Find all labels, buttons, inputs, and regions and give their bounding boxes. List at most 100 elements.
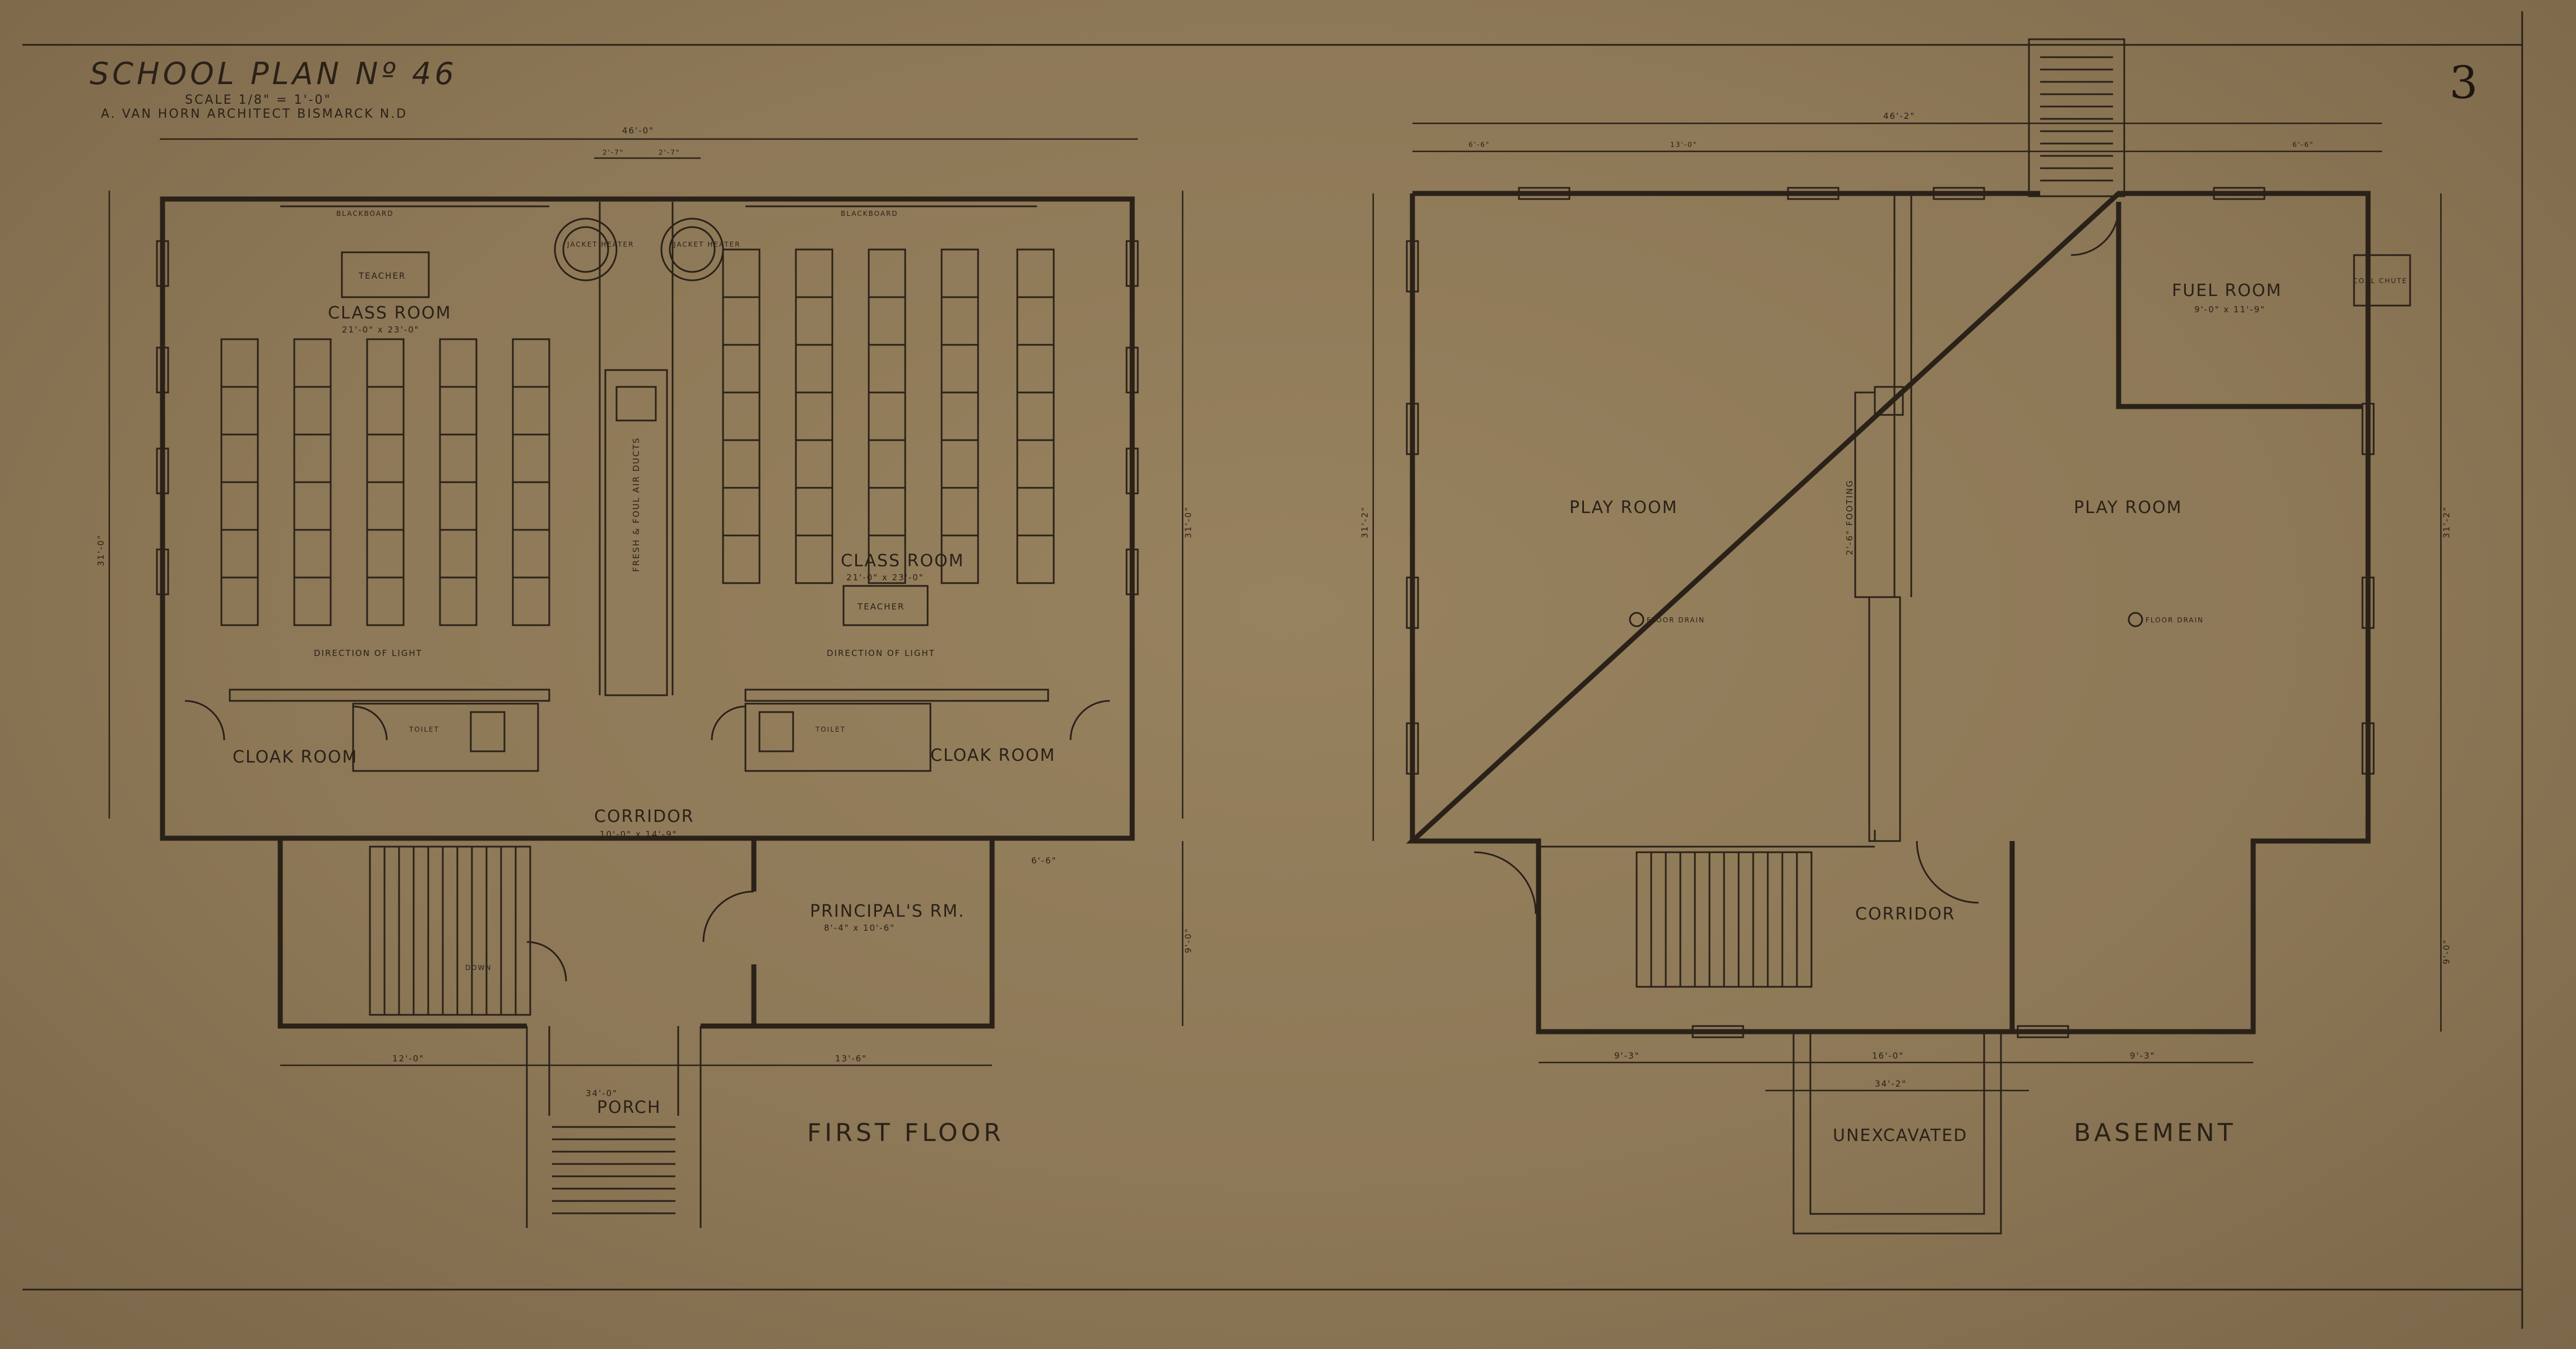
- window: [1518, 187, 1570, 200]
- desk: [439, 338, 478, 388]
- desk: [868, 391, 906, 441]
- bs-playroom-left: PLAY ROOM: [1569, 498, 1678, 518]
- ff-overall-depth-r: 31'-0": [1183, 506, 1193, 538]
- bs-dim-6-6a: 6'-6": [1468, 141, 1490, 149]
- ff-outer-wall: [160, 196, 1135, 841]
- ff-lower-wing-wall: [277, 838, 995, 1029]
- first-floor-plan: 46'-0" 2'-7" 2'-7" 31'-0" 31'-0" FRESH &…: [96, 126, 1193, 1228]
- window: [2361, 403, 2375, 455]
- desk: [512, 576, 550, 626]
- desk: [220, 433, 259, 483]
- desk: [940, 487, 979, 537]
- desk: [1016, 344, 1055, 394]
- desk: [722, 248, 761, 298]
- desk: [795, 534, 833, 584]
- plan-architect: A. VAN HORN ARCHITECT BISMARCK N.D: [101, 107, 407, 121]
- ff-dim-9: 9'-0": [1183, 927, 1193, 953]
- bs-exterior-stair: [2028, 38, 2125, 197]
- window: [1125, 447, 1139, 495]
- desk: [940, 391, 979, 441]
- ff-porch-steps: [552, 1126, 675, 1214]
- ff-toilet-left-label: TOILET: [409, 726, 439, 733]
- desk: [366, 338, 405, 388]
- bs-drain-left: [1629, 612, 1644, 627]
- ff-direction-left: DIRECTION OF LIGHT: [314, 648, 423, 658]
- ff-cloakroom-left: CLOAK ROOM: [233, 747, 358, 767]
- bs-dim-16: 16'-0": [1872, 1051, 1904, 1061]
- ff-overall-depth: 31'-0": [96, 534, 106, 566]
- desk: [220, 529, 259, 579]
- bs-drain-right: [2128, 612, 2143, 627]
- bs-overall-depth: 31'-2": [1360, 506, 1370, 538]
- window: [1125, 548, 1139, 595]
- stair-outline: [369, 846, 531, 1016]
- ff-classroom-left-size: 21'-0" x 23'-0": [342, 325, 420, 335]
- ff-closet-left: [470, 711, 506, 752]
- desk: [722, 534, 761, 584]
- ff-heater-left-inner: [562, 226, 609, 273]
- desk: [512, 481, 550, 531]
- ff-toilet-right-label: TOILET: [815, 726, 846, 733]
- bs-door-swing-1: [2070, 207, 2120, 256]
- ff-direction-right: DIRECTION OF LIGHT: [827, 648, 935, 658]
- plan-scale: SCALE 1/8" = 1'-0": [185, 93, 332, 107]
- ff-dim-13: 13'-6": [835, 1054, 867, 1064]
- bs-unexcavated-walls: [1792, 1032, 2002, 1235]
- desk: [940, 248, 979, 298]
- desk: [220, 576, 259, 626]
- ff-partition-right: [744, 689, 1049, 702]
- desk: [439, 576, 478, 626]
- window: [1406, 576, 1419, 629]
- desk: [1016, 248, 1055, 298]
- desk: [366, 386, 405, 436]
- desk: [722, 296, 761, 346]
- desk: [220, 338, 259, 388]
- desk: [795, 487, 833, 537]
- desk: [795, 439, 833, 489]
- desk: [868, 296, 906, 346]
- ff-porch: PORCH: [597, 1098, 661, 1117]
- ff-heater-left-label: JACKET HEATER: [567, 241, 634, 248]
- ff-heater-right-label: JACKET HEATER: [673, 241, 740, 248]
- ff-teacher-right: TEACHER: [857, 602, 905, 612]
- ff-closet-right: [758, 711, 794, 752]
- ff-partition-left: [229, 689, 550, 702]
- ff-door-swing-4: [353, 705, 388, 741]
- desk: [868, 487, 906, 537]
- desk: [293, 576, 332, 626]
- ff-overall-width: 46'-0": [622, 126, 654, 136]
- desk: [795, 296, 833, 346]
- desk: [366, 529, 405, 579]
- ff-classroom-right-size: 21'-0" x 23'-0": [846, 572, 924, 583]
- ff-teacher-left: TEACHER: [358, 271, 406, 281]
- desk: [722, 391, 761, 441]
- ff-toilet-right: [744, 703, 932, 772]
- window: [156, 347, 169, 394]
- bs-exterior-stair-treads: [2040, 56, 2113, 182]
- desk: [795, 391, 833, 441]
- desk: [940, 439, 979, 489]
- bs-overall-depth-r: 31'-2": [2441, 506, 2452, 538]
- ff-stairs: [369, 846, 531, 1016]
- desk: [439, 433, 478, 483]
- bs-heading: BASEMENT: [2074, 1119, 2236, 1147]
- ff-dim-6-6: 6'-6": [1031, 856, 1057, 866]
- ff-heading: FIRST FLOOR: [807, 1119, 1004, 1147]
- desk: [722, 439, 761, 489]
- ff-corridor-name: CORRIDOR: [594, 807, 694, 826]
- bs-unexcavated: UNEXCAVATED: [1833, 1126, 1967, 1145]
- desk: [1016, 296, 1055, 346]
- window: [2361, 576, 2375, 629]
- bs-fuel-room-size: 9'-0" x 11'-9": [2194, 304, 2265, 315]
- ff-porch-walls: [526, 1026, 702, 1228]
- window: [1787, 187, 1840, 200]
- ff-toilet-left: [352, 703, 539, 772]
- bs-overall-width: 46'-2": [1883, 111, 1915, 121]
- desk: [293, 481, 332, 531]
- desk: [293, 529, 332, 579]
- ff-dim-2-7: 2'-7": [603, 149, 624, 156]
- desk: [512, 386, 550, 436]
- bs-drain-left-label: FLOOR DRAIN: [1647, 616, 1705, 624]
- desk: [366, 433, 405, 483]
